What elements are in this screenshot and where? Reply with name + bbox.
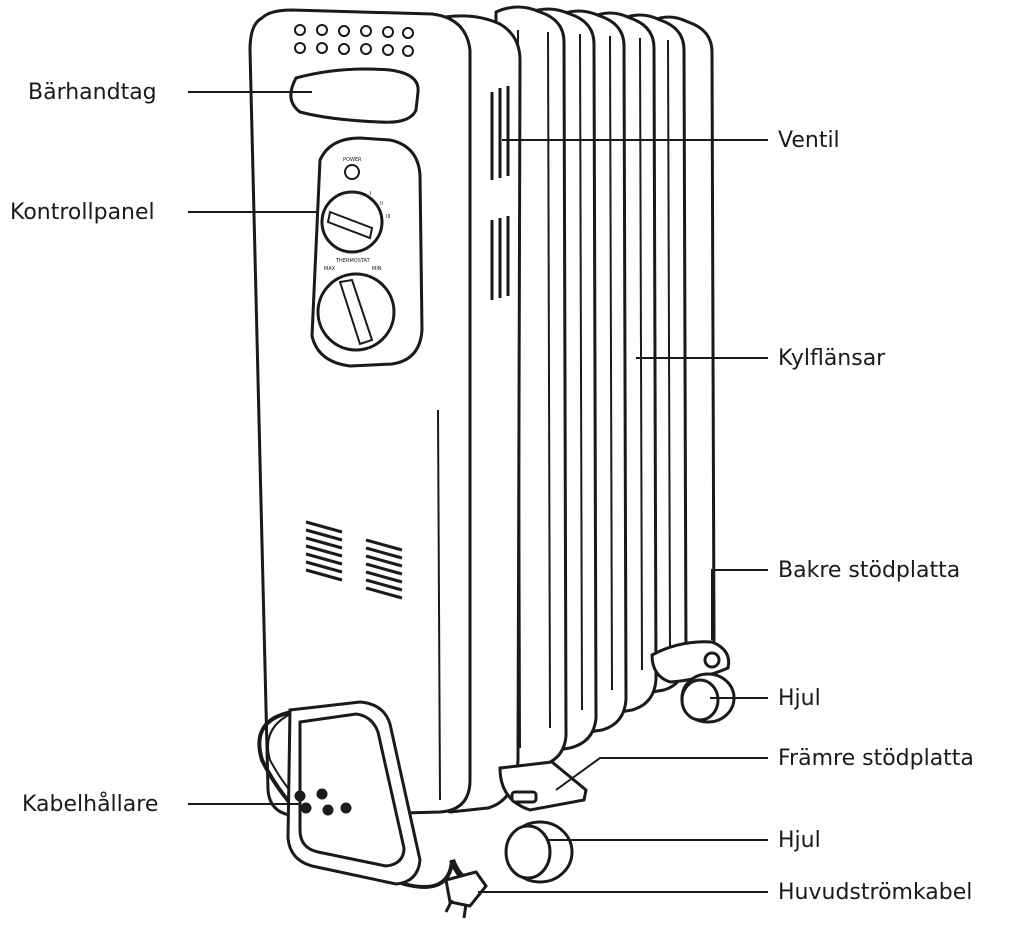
rear-support-plate [650, 640, 731, 684]
label-vent: Ventil [778, 128, 840, 153]
power-label: POWER [343, 157, 362, 163]
svg-text:I: I [370, 191, 371, 197]
min-label: MIN [372, 266, 382, 272]
front-vent-grilles [305, 520, 403, 600]
rear-support-assembly [650, 640, 736, 724]
label-cable-holder: Kabelhållare [22, 791, 158, 817]
svg-text:III: III [386, 214, 390, 220]
label-main-power-cable: Huvudströmkabel [778, 880, 972, 905]
top-vent-holes [294, 24, 414, 57]
label-front-wheel: Hjul [778, 828, 821, 853]
leader-front-support [555, 757, 768, 791]
plug [444, 870, 488, 908]
heater-front-body [248, 8, 522, 818]
front-face [248, 8, 472, 818]
max-label: MAX [324, 266, 336, 272]
power-indicator [344, 164, 360, 180]
front-support-assembly [498, 760, 588, 884]
leader-lines [188, 91, 768, 893]
control-panel: POWER I II III THERMOSTAT MAX MIN [310, 136, 424, 368]
side-vent-slots [490, 86, 510, 300]
svg-text:II: II [380, 201, 383, 207]
rear-plate-bolt [703, 651, 721, 669]
callout-labels: Bärhandtag Kontrollpanel Kabelhållare Ve… [10, 80, 974, 905]
label-rear-wheel: Hjul [778, 686, 821, 711]
label-front-support-plate: Främre stödplatta [778, 746, 974, 771]
thermostat-dial-grip [338, 278, 374, 346]
label-rear-support-plate: Bakre stödplatta [778, 558, 960, 583]
cable-holder-assembly [257, 700, 488, 919]
thermostat-label: THERMOSTAT [335, 258, 371, 264]
mode-dial-grip [326, 210, 374, 240]
label-control-panel: Kontrollpanel [10, 200, 155, 225]
carry-handle [289, 67, 420, 124]
mode-dial-marks: I II III [370, 191, 390, 220]
label-cooling-fins: Kylflänsar [778, 346, 886, 371]
cable-holder [286, 700, 422, 886]
leader-rear-support [711, 569, 768, 640]
label-carry-handle: Bärhandtag [28, 80, 157, 105]
